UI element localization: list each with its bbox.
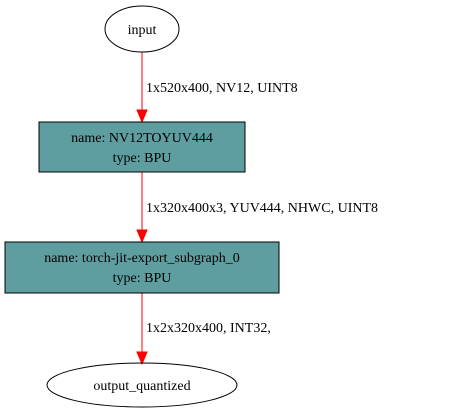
node-label: output_quantized [93,379,190,394]
edge-nv12-to-torch: 1x320x400x3, YUV444, NHWC, UINT8 [136,172,378,244]
node-name-label: name: torch-jit-export_subgraph_0 [44,251,240,266]
edge-arrowhead [136,351,148,366]
node-output-quantized[interactable]: output_quantized [46,362,238,408]
node-shape [104,5,180,53]
edge-input-to-nv12: 1x520x400, NV12, UINT8 [136,52,298,124]
node-label: input [128,23,157,38]
edge-label: 1x320x400x3, YUV444, NHWC, UINT8 [146,201,378,216]
edge-torch-to-output: 1x2x320x400, INT32, [136,293,271,366]
node-shape [46,362,238,408]
edge-label: 1x2x320x400, INT32, [146,321,271,336]
node-nv12toyuv444[interactable]: name: NV12TOYUV444 type: BPU [38,121,246,173]
edge-label: 1x520x400, NV12, UINT8 [146,81,298,96]
node-shape [38,121,246,173]
node-input[interactable]: input [104,5,180,53]
node-type-label: type: BPU [113,151,172,166]
node-type-label: type: BPU [113,271,172,286]
node-torch-jit-export-subgraph-0[interactable]: name: torch-jit-export_subgraph_0 type: … [4,241,280,294]
edge-arrowhead [136,109,148,124]
node-shape [4,241,280,294]
edge-arrowhead [136,229,148,244]
node-name-label: name: NV12TOYUV444 [71,131,213,146]
